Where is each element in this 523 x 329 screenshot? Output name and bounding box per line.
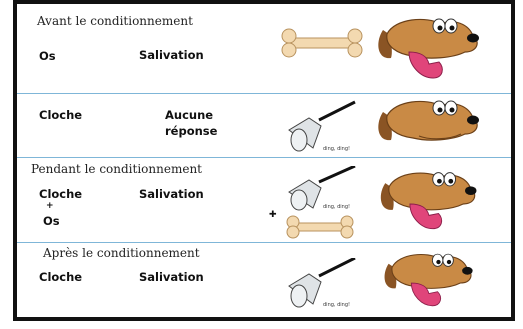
bell-sound-text: ding, ding! [323,302,350,308]
stage-title-after: Après le conditionnement [43,246,200,260]
response-label-line1: Aucune [165,108,213,122]
stimulus-label: Cloche [39,270,82,284]
dog-drooling-icon [369,166,487,242]
panel-divider [17,242,511,243]
stage-title-before: Avant le conditionnement [37,14,193,28]
stimulus-label: Os [39,49,56,63]
bone-icon [285,214,355,240]
dog-drooling-icon [369,12,487,92]
plus-sign: + [46,201,54,211]
dog-neutral-icon [369,94,487,154]
bell-sound-text: ding, ding! [323,146,350,152]
stimulus-label: Cloche [39,108,82,122]
stimulus-label-line1: Cloche [39,187,82,201]
bell-sound-text: ding, ding! [323,204,350,210]
response-label: Salivation [139,187,204,201]
panel-divider [17,157,511,158]
response-label: Salivation [139,48,204,62]
bell-icon: ding, ding! [279,166,379,212]
stimulus-label-line2: Os [43,214,60,228]
stage-title-during: Pendant le conditionnement [31,162,202,176]
bone-icon [279,26,365,60]
diagram-frame: Avant le conditionnement Os Salivation C… [13,0,515,321]
plus-sign: ✚ [269,210,277,220]
response-label: Salivation [139,270,204,284]
response-label-line2: réponse [165,124,217,138]
bell-icon: ding, ding! [279,100,379,156]
bell-icon: ding, ding! [279,258,379,310]
dog-drooling-icon [369,248,487,318]
